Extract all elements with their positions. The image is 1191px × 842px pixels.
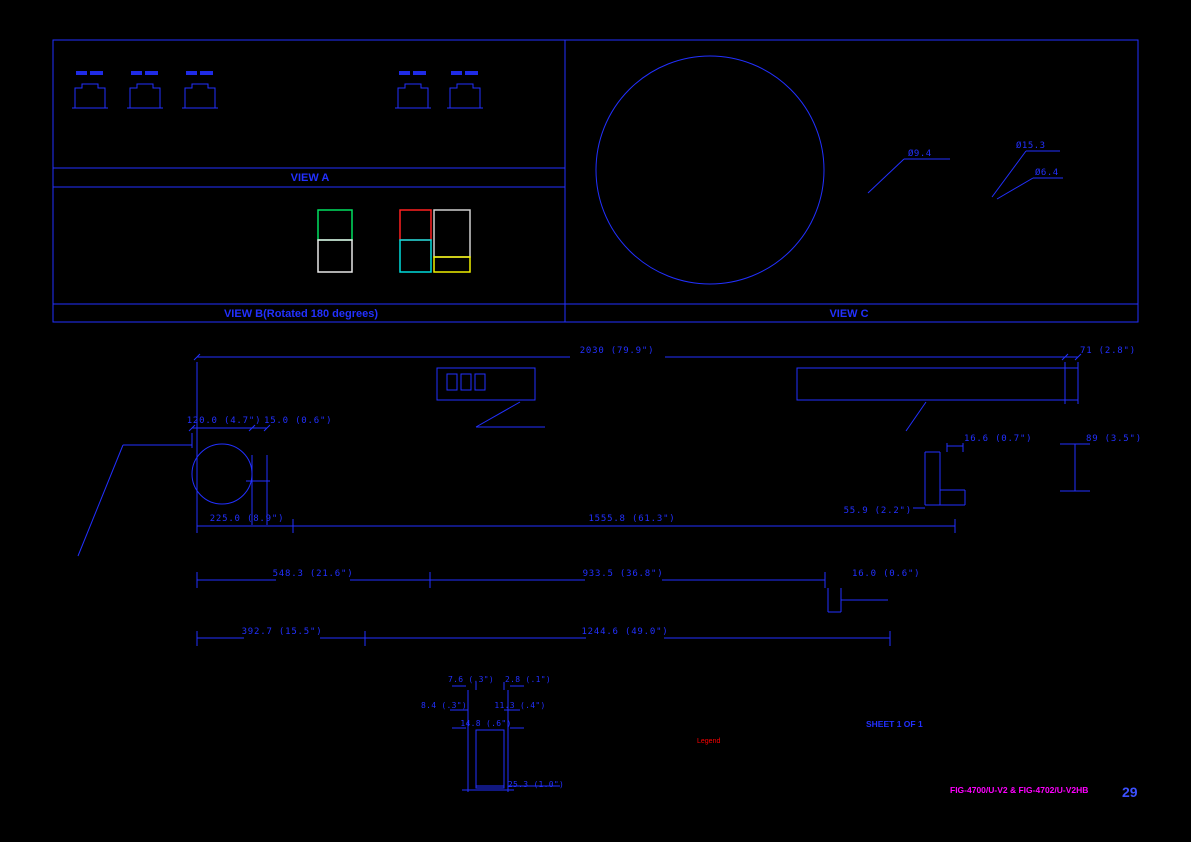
dim-foot-e: 14.8 (.6") — [460, 719, 511, 728]
foot-detail-drawing — [450, 682, 560, 792]
foot-profile — [475, 729, 505, 789]
dim-pole-width: 15.0 (0.6") — [264, 416, 332, 426]
sticker-cyan — [399, 239, 432, 273]
sticker-green — [317, 209, 353, 241]
callout-dia-6-4: Ø6.4 — [1035, 167, 1059, 178]
view-b-stickers — [317, 209, 471, 273]
dim-right-height: 89 (3.5") — [1086, 434, 1142, 444]
dim-bracket-gap: 16.6 (0.7") — [964, 434, 1032, 444]
page-number: 29 — [1122, 784, 1138, 800]
sticker-white-right — [433, 209, 471, 258]
detail-circle — [595, 55, 825, 285]
sheet-label: SHEET 1 OF 1 — [866, 719, 923, 729]
mount-dimension-row — [196, 572, 888, 613]
dim-bracket-width: 55.9 (2.2") — [844, 506, 912, 516]
view-a-connector-label-marks — [76, 71, 478, 75]
dim-base-width: 120.0 (4.7") — [187, 416, 262, 426]
dim-body-span: 1555.8 (61.3") — [588, 514, 675, 524]
stand-base-circle — [191, 443, 253, 505]
top-views-panel-frame — [52, 39, 1139, 323]
dim-foot-b: 2.8 (.1") — [505, 675, 551, 684]
sticker-yellow — [433, 256, 471, 273]
top-bracket-left — [436, 367, 536, 401]
dim-step-depth: 16.0 (0.6") — [852, 569, 920, 579]
views-outer-border — [52, 39, 1139, 323]
dim-mount-left: 548.3 (21.6") — [273, 569, 354, 579]
foot-dimension-row — [196, 631, 891, 646]
dim-foot-c: 8.4 (.3") — [421, 701, 467, 710]
callout-dia-15-3: Ø15.3 — [1016, 140, 1046, 151]
callout-dia-9-4: Ø9.4 — [908, 148, 932, 159]
view-a-connectors — [72, 83, 483, 109]
dim-foot-d: 11.3 (.4") — [494, 701, 545, 710]
dim-mount-span: 933.5 (36.8") — [583, 569, 664, 579]
legend-label: Legend — [697, 738, 720, 745]
view-a-title: VIEW A — [291, 172, 330, 184]
sticker-red — [399, 209, 432, 241]
top-bracket-right — [796, 367, 1066, 401]
dim-right-cap: 71 (2.8") — [1080, 346, 1136, 356]
dim-overall-width: 2030 (79.9") — [580, 346, 655, 356]
dim-foot-f: 25.3 (1.0") — [508, 780, 564, 789]
view-c-detail — [595, 55, 1063, 285]
dim-foot-span: 1244.6 (49.0") — [581, 627, 668, 637]
wall-bracket-detail — [913, 443, 1090, 509]
view-b-title: VIEW B(Rotated 180 degrees) — [224, 308, 378, 320]
view-c-title: VIEW C — [829, 308, 868, 320]
dim-foot-left: 392.7 (15.5") — [242, 627, 323, 637]
dim-foot-a: 7.6 (.3") — [448, 675, 494, 684]
sticker-white-left — [317, 239, 353, 273]
front-view-drawing — [77, 353, 1082, 557]
stand-base-detail — [188, 424, 956, 533]
dim-base-span: 225.0 (8.9") — [210, 514, 285, 524]
part-number-label: FIG-4700/U-V2 & FIG-4702/U-V2HB — [950, 785, 1088, 795]
